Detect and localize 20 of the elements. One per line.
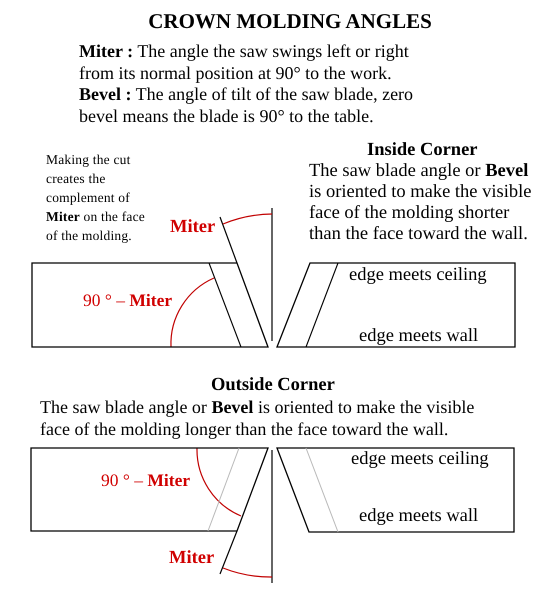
description-text: The saw blade angle or Bevel is oriented to make the visible face of the molding longer than the face toward the wall. [40,396,476,440]
section-heading: Outside Corner [211,376,335,395]
angle-label: 90 ° – Miter [83,290,172,312]
description-text: The saw blade angle or Bevel is oriented to make the visible face of the molding shorter than the face toward the wall. [309,161,532,245]
section-heading: Inside Corner [367,141,478,160]
molding-piece [277,448,514,532]
note-text: Making the cut creates the complement of Miter on the face of the molding. [46,151,146,245]
molding-piece [31,448,268,531]
diagram-title: CROWN MOLDING ANGLES [147,8,433,34]
molding-piece [32,263,269,347]
angle-label: Miter [170,216,216,239]
definition-text: Bevel : The angle of tilt of the saw blade, zero bevel means the blade is 90° to the table. [79,84,414,127]
molding-piece [277,263,515,347]
angle-label: 90 ° – Miter [101,470,190,492]
definition-text: Miter : The angle the saw swings left or right from its normal position at 90° to the work. [79,41,410,84]
edge-position-label: edge meets wall [359,325,478,348]
edge-position-label: edge meets ceiling [349,264,487,287]
angle-label: Miter [169,547,214,570]
edge-position-label: edge meets ceiling [351,448,489,471]
edge-position-label: edge meets wall [359,505,478,528]
